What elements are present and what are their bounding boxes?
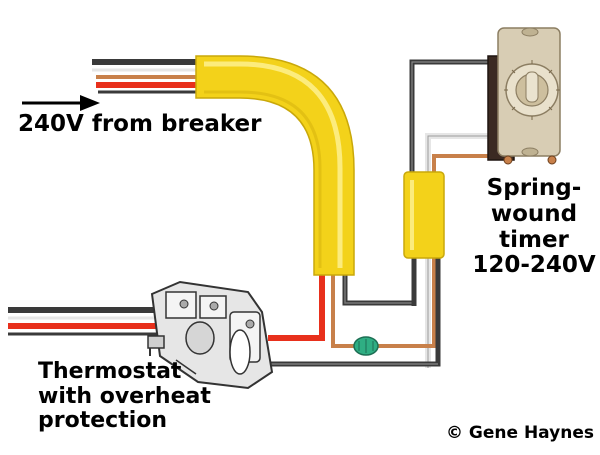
timer-label-line-2: wound (490, 200, 578, 227)
copyright-label: © Gene Haynes (446, 423, 594, 443)
timer-cable (378, 59, 505, 368)
timer-label-line-3: timer (499, 226, 569, 253)
right-arrow-icon (22, 95, 100, 111)
timer-label: Spring- wound timer 120-240V (470, 175, 598, 279)
thermostat-label: Thermostat with overheat protection (38, 359, 211, 434)
breaker-cable (92, 59, 210, 94)
thermostat-icon (147, 280, 274, 390)
timer-label-line-1: Spring- (486, 175, 582, 201)
breaker-label: 240V from breaker (18, 111, 262, 137)
elbow-conduit (195, 55, 355, 276)
timer-sleeve (403, 171, 445, 259)
thermostat-label-line-2: with overheat (38, 383, 211, 409)
thermostat-feed-cable (8, 307, 165, 336)
thermostat-label-line-3: protection (38, 408, 168, 434)
thermostat-label-line-1: Thermostat (38, 359, 182, 384)
timer-switch-icon (487, 27, 561, 165)
wire-nut-icon (353, 336, 379, 356)
timer-label-line-4: 120-240V (472, 252, 596, 279)
